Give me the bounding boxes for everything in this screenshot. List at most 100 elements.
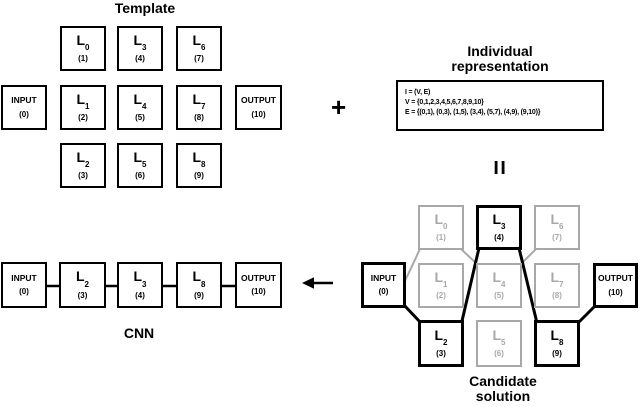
box-id: (0) — [378, 287, 389, 297]
candidate-box-input: INPUT (0) — [361, 262, 406, 308]
candidate-edge-0-1 — [403, 248, 421, 284]
plus-symbol: + — [331, 92, 347, 122]
box-id: (8) — [552, 291, 562, 301]
box-id: (10) — [251, 109, 266, 119]
box-id: (6) — [494, 349, 504, 359]
individual-representation-title: Individual representation — [420, 44, 580, 74]
box-label: L3 — [133, 268, 147, 289]
box-label: L1 — [76, 90, 90, 112]
box-id: (2) — [436, 291, 446, 301]
box-id: (4) — [135, 54, 145, 64]
candidate-box-l8: L8 (9) — [534, 320, 580, 367]
box-label: L4 — [492, 268, 506, 290]
template-box-l7: L7 (8) — [176, 85, 222, 130]
box-label: L5 — [133, 148, 147, 170]
template-title: Template — [114, 0, 176, 16]
box-label: L3 — [492, 210, 506, 232]
cnn-box-l8: L8 (9) — [176, 262, 222, 308]
graph-definition-i: I = (V, E) — [405, 89, 431, 96]
box-id: (9) — [194, 171, 204, 181]
graph-edges-e: E = {(0,1), (0,3), (1,5), (3,4), (5,7), … — [405, 109, 541, 116]
box-id: (5) — [494, 291, 504, 301]
candidate-box-l7: L7 (8) — [534, 263, 580, 308]
candidate-box-l6: L6 (7) — [534, 205, 580, 250]
candidate-box-l5: L5 (6) — [476, 320, 522, 367]
cnn-box-input: INPUT (0) — [1, 262, 47, 308]
title-line1: Candidate — [469, 373, 537, 389]
candidate-box-l4: L4 (5) — [476, 263, 522, 308]
title-line1: Individual — [467, 43, 533, 59]
box-id: (7) — [194, 54, 204, 64]
candidate-edge-9-10 — [576, 304, 597, 325]
box-label: L4 — [133, 90, 147, 112]
box-label: L0 — [76, 31, 90, 53]
box-label: L2 — [434, 326, 448, 348]
candidate-box-l0: L0 (1) — [418, 205, 464, 250]
template-box-l0: L0 (1) — [60, 26, 106, 71]
template-box-output: OUTPUT (10) — [235, 85, 282, 130]
candidate-box-l2: L2 (3) — [418, 320, 464, 367]
box-label: L8 — [192, 148, 206, 170]
equals-symbol: = — [485, 159, 516, 176]
template-box-l1: L1 (2) — [60, 85, 106, 130]
box-label: INPUT — [11, 272, 37, 283]
box-id: (2) — [78, 113, 88, 123]
box-id: (3) — [436, 349, 446, 359]
candidate-edge-4-9 — [517, 247, 539, 324]
cnn-box-output: OUTPUT (10) — [235, 262, 282, 308]
box-label: L5 — [492, 326, 506, 348]
box-id: (1) — [436, 233, 446, 243]
box-label: INPUT — [370, 272, 397, 283]
box-id: (8) — [194, 113, 204, 123]
template-box-l2: L2 (3) — [60, 143, 106, 188]
template-box-l5: L5 (6) — [117, 143, 163, 188]
box-id: (10) — [251, 287, 266, 297]
box-label: OUTPUT — [598, 273, 633, 284]
box-label: L7 — [192, 90, 206, 112]
box-id: (4) — [135, 290, 145, 300]
box-label: INPUT — [11, 95, 37, 106]
template-box-l4: L4 (5) — [117, 85, 163, 130]
box-label: L1 — [434, 268, 448, 290]
candidate-edge-0-3 — [401, 302, 423, 325]
box-id: (5) — [135, 113, 145, 123]
cnn-box-l2: L2 (3) — [59, 262, 106, 308]
box-id: (9) — [194, 290, 204, 300]
box-id: (6) — [135, 171, 145, 181]
box-id: (1) — [78, 54, 88, 64]
box-label: L8 — [192, 268, 206, 289]
box-id: (7) — [552, 233, 562, 243]
box-label: OUTPUT — [241, 95, 276, 106]
box-id: (0) — [19, 109, 29, 119]
box-label: L6 — [550, 210, 564, 232]
cnn-title: CNN — [123, 325, 155, 341]
box-id: (3) — [77, 290, 88, 300]
template-box-l6: L6 (7) — [176, 26, 222, 71]
graph-vertices-v: V = {0,1,2,3,4,5,6,7,8,9,10} — [405, 99, 484, 106]
box-label: L2 — [75, 268, 89, 289]
candidate-solution-title: Candidate solution — [440, 374, 566, 404]
box-id: (9) — [552, 349, 562, 359]
box-id: (3) — [78, 171, 88, 181]
box-label: L8 — [550, 326, 564, 348]
box-id: (10) — [608, 287, 623, 297]
box-id: (0) — [19, 287, 29, 297]
box-label: OUTPUT — [241, 272, 276, 283]
template-box-input: INPUT (0) — [1, 85, 47, 130]
cnn-box-l3: L3 (4) — [117, 262, 163, 308]
title-line2: solution — [475, 388, 531, 404]
box-label: L0 — [434, 210, 448, 232]
template-box-l3: L3 (4) — [117, 26, 163, 71]
candidate-box-l1: L1 (2) — [418, 263, 464, 308]
box-label: L6 — [192, 31, 206, 53]
left-arrow-head-icon — [302, 277, 314, 289]
box-label: L3 — [133, 31, 147, 53]
candidate-box-l3: L3 (4) — [476, 205, 522, 250]
candidate-box-output: OUTPUT (10) — [593, 263, 638, 308]
individual-representation-box: I = (V, E) V = {0,1,2,3,4,5,6,7,8,9,10} … — [396, 80, 604, 131]
title-line2: representation — [451, 58, 549, 74]
box-label: L2 — [76, 148, 90, 170]
candidate-edge-3-4 — [460, 247, 481, 322]
